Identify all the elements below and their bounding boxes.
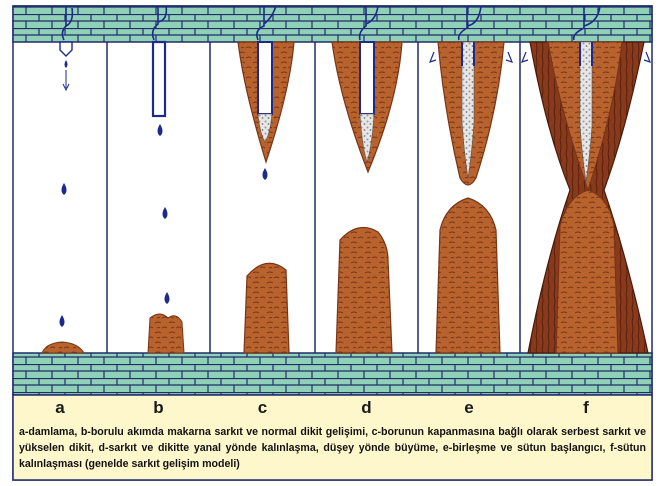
panel-label-f: f — [520, 397, 652, 419]
cave-floor — [13, 353, 652, 395]
panel-label-e: e — [418, 397, 520, 419]
panel-label-c: c — [210, 397, 315, 419]
soda-straw — [153, 42, 165, 116]
stalagmite — [244, 263, 289, 353]
panel-label-a: a — [13, 397, 107, 419]
stalagmite — [436, 198, 500, 353]
panel-label-d: d — [315, 397, 418, 419]
panel-label-b: b — [107, 397, 210, 419]
stalagmite — [148, 314, 184, 353]
cave-ceiling — [13, 6, 652, 42]
diagram-caption: a-damlama, b-borulu akımda makarna sarkı… — [13, 420, 652, 478]
inner-stalagmite — [556, 190, 618, 353]
stalagmite — [336, 228, 392, 354]
